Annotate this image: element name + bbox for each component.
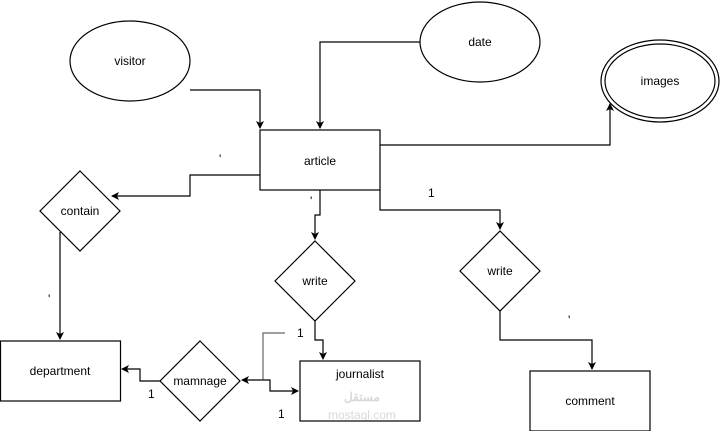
mamnage-label: mamnage	[173, 374, 227, 388]
edge-write-comment	[499, 311, 596, 370]
relationship-contain[interactable]	[39, 170, 121, 252]
write-journalist-label: write	[301, 274, 328, 288]
images-label: images	[641, 74, 680, 88]
edge-article-write-comment	[379, 190, 504, 230]
visitor-label: visitor	[114, 54, 145, 68]
attribute-date[interactable]	[419, 1, 541, 83]
entity-journalist[interactable]	[299, 360, 421, 422]
edge-write-journalist	[314, 321, 327, 360]
department-label: department	[30, 364, 91, 378]
entity-article[interactable]	[259, 129, 381, 191]
edge-visitor-article	[190, 89, 264, 129]
edge-date-article	[316, 41, 420, 129]
edge-mamnage-journalist	[263, 379, 299, 395]
write-comment-label: write	[486, 264, 513, 278]
cardinality-label: 1	[297, 326, 304, 340]
attribute-images-inner	[604, 43, 716, 119]
date-label: date	[468, 35, 492, 49]
edge-article-write	[311, 190, 321, 240]
cardinality-label: 1	[428, 186, 435, 200]
watermark-logo: مستقل	[344, 390, 380, 404]
cardinality-label: 1	[278, 407, 285, 421]
cardinality-label: '	[310, 194, 312, 208]
relationship-write-journalist[interactable]	[274, 240, 356, 322]
contain-label: contain	[61, 204, 100, 218]
relationship-mamnage[interactable]	[159, 340, 241, 422]
cardinality-label: 1	[148, 387, 155, 401]
attribute-visitor[interactable]	[69, 20, 191, 102]
edge-article-contain	[111, 174, 260, 200]
cardinality-label: '	[219, 152, 221, 166]
edge-article-images	[380, 103, 614, 146]
cardinality-label: '	[568, 313, 570, 327]
entity-department[interactable]	[0, 340, 122, 402]
entity-comment[interactable]	[529, 370, 651, 431]
edge-mamnage-loop	[262, 332, 285, 380]
edge-mamnage-department	[121, 365, 160, 382]
cardinality-label: '	[48, 292, 50, 306]
watermark-text: mostaql.com	[328, 408, 396, 422]
journalist-label: journalist	[335, 367, 385, 381]
relationship-write-comment[interactable]	[459, 230, 541, 312]
article-label: article	[304, 154, 336, 168]
comment-label: comment	[565, 394, 615, 408]
